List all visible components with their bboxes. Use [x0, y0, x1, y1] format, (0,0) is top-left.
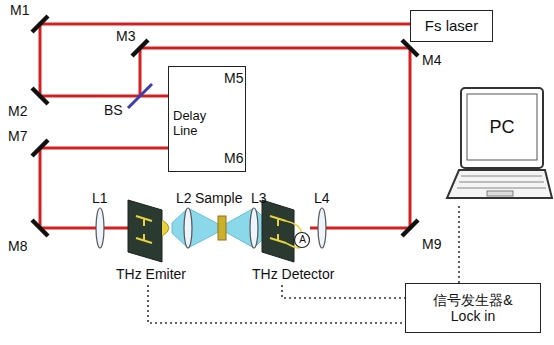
sample — [218, 216, 226, 240]
component-label: THz Emiter — [116, 266, 186, 282]
callout-label: L3 — [251, 190, 267, 206]
node-text: Delay Line — [173, 109, 209, 139]
drawing-part — [402, 220, 418, 236]
drawing-part — [318, 208, 326, 248]
node-text: Fs laser — [411, 17, 492, 34]
signal-lockin-box: 信号发生器& Lock in — [405, 283, 541, 333]
laser-beam — [40, 24, 410, 228]
drawing-part — [136, 216, 152, 243]
drawing-part — [96, 208, 104, 248]
drawing-part — [32, 140, 48, 156]
callout-label: M3 — [116, 28, 135, 44]
beam-splitter — [128, 84, 152, 108]
drawing-part — [184, 208, 192, 248]
laptop-icon — [445, 86, 553, 204]
laptop-pad — [487, 191, 513, 196]
signal-connector — [458, 204, 460, 283]
callout-label: M5 — [224, 70, 243, 86]
callout-label: M4 — [422, 52, 441, 68]
callout-label: M7 — [8, 128, 27, 144]
callout-label: M6 — [224, 150, 243, 166]
drawing-part — [32, 88, 48, 104]
drawing-part — [32, 16, 48, 32]
ammeter-symbol-text: A — [298, 234, 307, 246]
thz-emitter — [128, 200, 169, 262]
pc-laptop: PC — [445, 86, 553, 204]
drawing-part — [262, 200, 294, 262]
drawing-part — [402, 40, 418, 56]
callout-label: L4 — [314, 190, 330, 206]
callout-label: L1 — [92, 190, 108, 206]
laptop-lid — [461, 88, 543, 168]
signal-wire — [148, 285, 405, 323]
laptop-screen — [467, 94, 537, 160]
drawing-part — [250, 208, 258, 248]
callout-label: M9 — [422, 236, 441, 252]
drawing-part — [148, 285, 405, 323]
laser-box: Fs laser — [410, 10, 493, 42]
drawing-part — [270, 216, 286, 243]
thz-beam — [172, 208, 266, 248]
thz-detector — [262, 200, 310, 262]
callout-label: M2 — [8, 103, 27, 119]
drawing-part — [222, 208, 254, 248]
callout-label: BS — [104, 102, 123, 118]
drawing-part — [32, 220, 48, 236]
callout-label: M1 — [10, 2, 29, 18]
callout-label: M8 — [8, 238, 27, 254]
drawing-part — [40, 24, 410, 228]
drawing-part — [128, 200, 162, 262]
node-text: 信号发生器& Lock in — [425, 292, 521, 324]
component-label: THz Detector — [252, 266, 334, 282]
drawing-part — [295, 233, 310, 248]
laptop-base — [447, 170, 552, 198]
drawing-part — [282, 285, 405, 298]
drawing-part — [162, 220, 169, 236]
callout-label: L2 — [176, 190, 192, 206]
drawing-part — [188, 208, 222, 248]
drawing-part — [140, 48, 410, 228]
laptop-keys — [457, 176, 546, 188]
callout-label: Sample — [195, 190, 242, 206]
mirror — [32, 16, 418, 236]
node-text: PC — [467, 94, 537, 160]
